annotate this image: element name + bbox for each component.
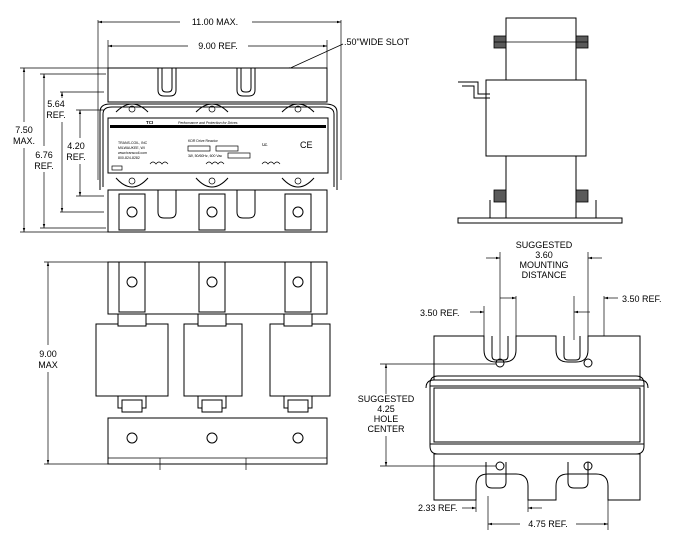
height-overall-suffix: MAX. [13,136,35,146]
bottom-left-ref-label: 2.33 REF. [418,503,458,513]
ce-mark: CE [300,140,313,150]
company-line-2: MILWAUKEE, WI [118,146,145,150]
company-line-1: TRANS-COIL, INC [118,141,148,145]
bottom-bar-holes [126,432,304,444]
height-mid-value: 6.76 [35,150,53,160]
front-height-suffix: MAX [38,360,58,370]
height-mid-suffix: REF. [34,161,54,171]
mounting-line-3: MOUNTING [520,260,569,270]
top-view: 11.00 MAX. 9.00 REF. .50"WIDE SLOT [13,17,410,233]
hole-line-4: CENTER [367,424,405,434]
front-view: 9.00 MAX [38,261,331,470]
height-overall-value: 7.50 [15,125,33,135]
product-line: KDR Drive Reactor [188,139,219,143]
hole-line-2: 4.25 [377,404,395,414]
label-plate: TCI Performance and Protection for Drive… [107,117,329,174]
company-line-3: www.transcoil.com [118,151,147,155]
mounting-line-1: SUGGESTED [516,240,573,250]
height-upper-suffix: REF. [46,110,66,120]
bottom-ref-label: 4.75 REF. [528,519,568,529]
left-ref-label: 3.50 REF. [420,308,460,318]
overall-width-label: 11.00 MAX. [192,17,238,27]
mounting-line-4: DISTANCE [522,270,567,280]
tagline-text: Performance and Protection for Drives [178,121,238,125]
slot-note-label: .50"WIDE SLOT [344,37,410,47]
ul-mark: UL [262,142,268,147]
front-coil-3 [269,261,331,413]
company-line-4: 800-824-8282 [118,156,140,160]
top-slots [157,68,256,97]
right-ref-label: 3.50 REF. [622,294,662,304]
height-inner-suffix: REF. [66,152,86,162]
slot-ref-label: 9.00 REF. [198,41,238,51]
front-coil-2 [183,261,243,413]
height-inner-value: 4.20 [67,141,85,151]
front-coil-1 [95,261,169,413]
mounting-line-2: 3.60 [535,250,553,260]
bottom-view: SUGGESTED 3.60 MOUNTING DISTANCE 3.50 RE… [358,240,662,530]
bottom-view-top-slots [491,336,593,368]
height-upper-value: 5.64 [47,99,65,109]
logo-text: TCI [146,120,153,125]
hole-line-1: SUGGESTED [358,394,415,404]
hole-line-3: HOLE [374,414,399,424]
top-view-terminals [118,193,312,231]
spec-line: 3Ø, 50/60Hz, 600 Vac [188,154,222,158]
front-height-value: 9.00 [39,349,57,359]
bottom-view-bottom-slots [485,461,593,489]
side-view [457,17,623,224]
